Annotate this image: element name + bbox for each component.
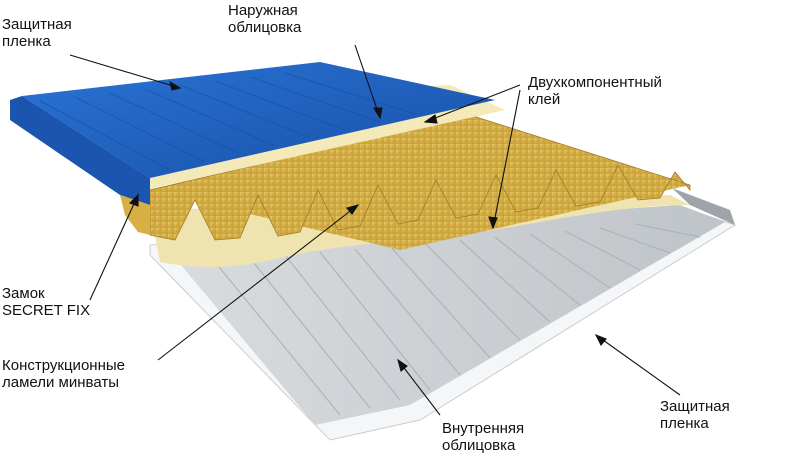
label-two-component-glue: Двухкомпонентный клей <box>528 74 662 108</box>
label-protective-film-top: Защитная пленка <box>2 16 72 50</box>
label-protective-film-bottom-line2: пленка <box>660 415 709 432</box>
label-protective-film-bottom: Защитная пленка <box>660 398 730 432</box>
top-film-ribs <box>39 72 416 171</box>
label-outer-facing: Наружная облицовка <box>228 2 301 36</box>
mineral-wool-lamellas <box>149 114 691 241</box>
label-inner-facing-line1: Внутренняя <box>442 420 525 437</box>
label-protective-film-bottom-line1: Защитная <box>660 398 730 415</box>
label-inner-facing: Внутренняя облицовка <box>442 420 524 454</box>
label-protective-film-top-line2: пленка <box>2 33 51 50</box>
leader-lines <box>69 44 681 416</box>
label-lock-line1: Замок <box>2 285 45 302</box>
inner-facing-ribs <box>214 223 701 416</box>
label-lock: Замок SECRET FIX <box>2 285 90 319</box>
secret-fix-lock-profile <box>120 195 150 235</box>
secret-fix-lock <box>10 96 150 205</box>
top-protective-film <box>22 62 495 178</box>
label-inner-facing-line2: облицовка <box>442 437 516 454</box>
label-outer-facing-line1: Наружная <box>228 2 298 19</box>
inner-facing-sheet <box>160 205 725 425</box>
label-two-component-glue-line1: Двухкомпонентный <box>528 74 662 91</box>
label-mineral-wool-lamellas: Конструкционные ламели минваты <box>2 357 125 391</box>
label-outer-facing-line2: облицовка <box>228 19 302 36</box>
inner-facing-edge <box>672 188 735 225</box>
label-protective-film-top-line1: Защитная <box>2 16 72 33</box>
label-mineral-wool-lamellas-line1: Конструкционные <box>2 357 125 374</box>
label-mineral-wool-lamellas-line2: ламели минваты <box>2 374 119 391</box>
label-two-component-glue-line2: клей <box>528 91 561 108</box>
label-lock-line2: SECRET FIX <box>2 302 91 319</box>
